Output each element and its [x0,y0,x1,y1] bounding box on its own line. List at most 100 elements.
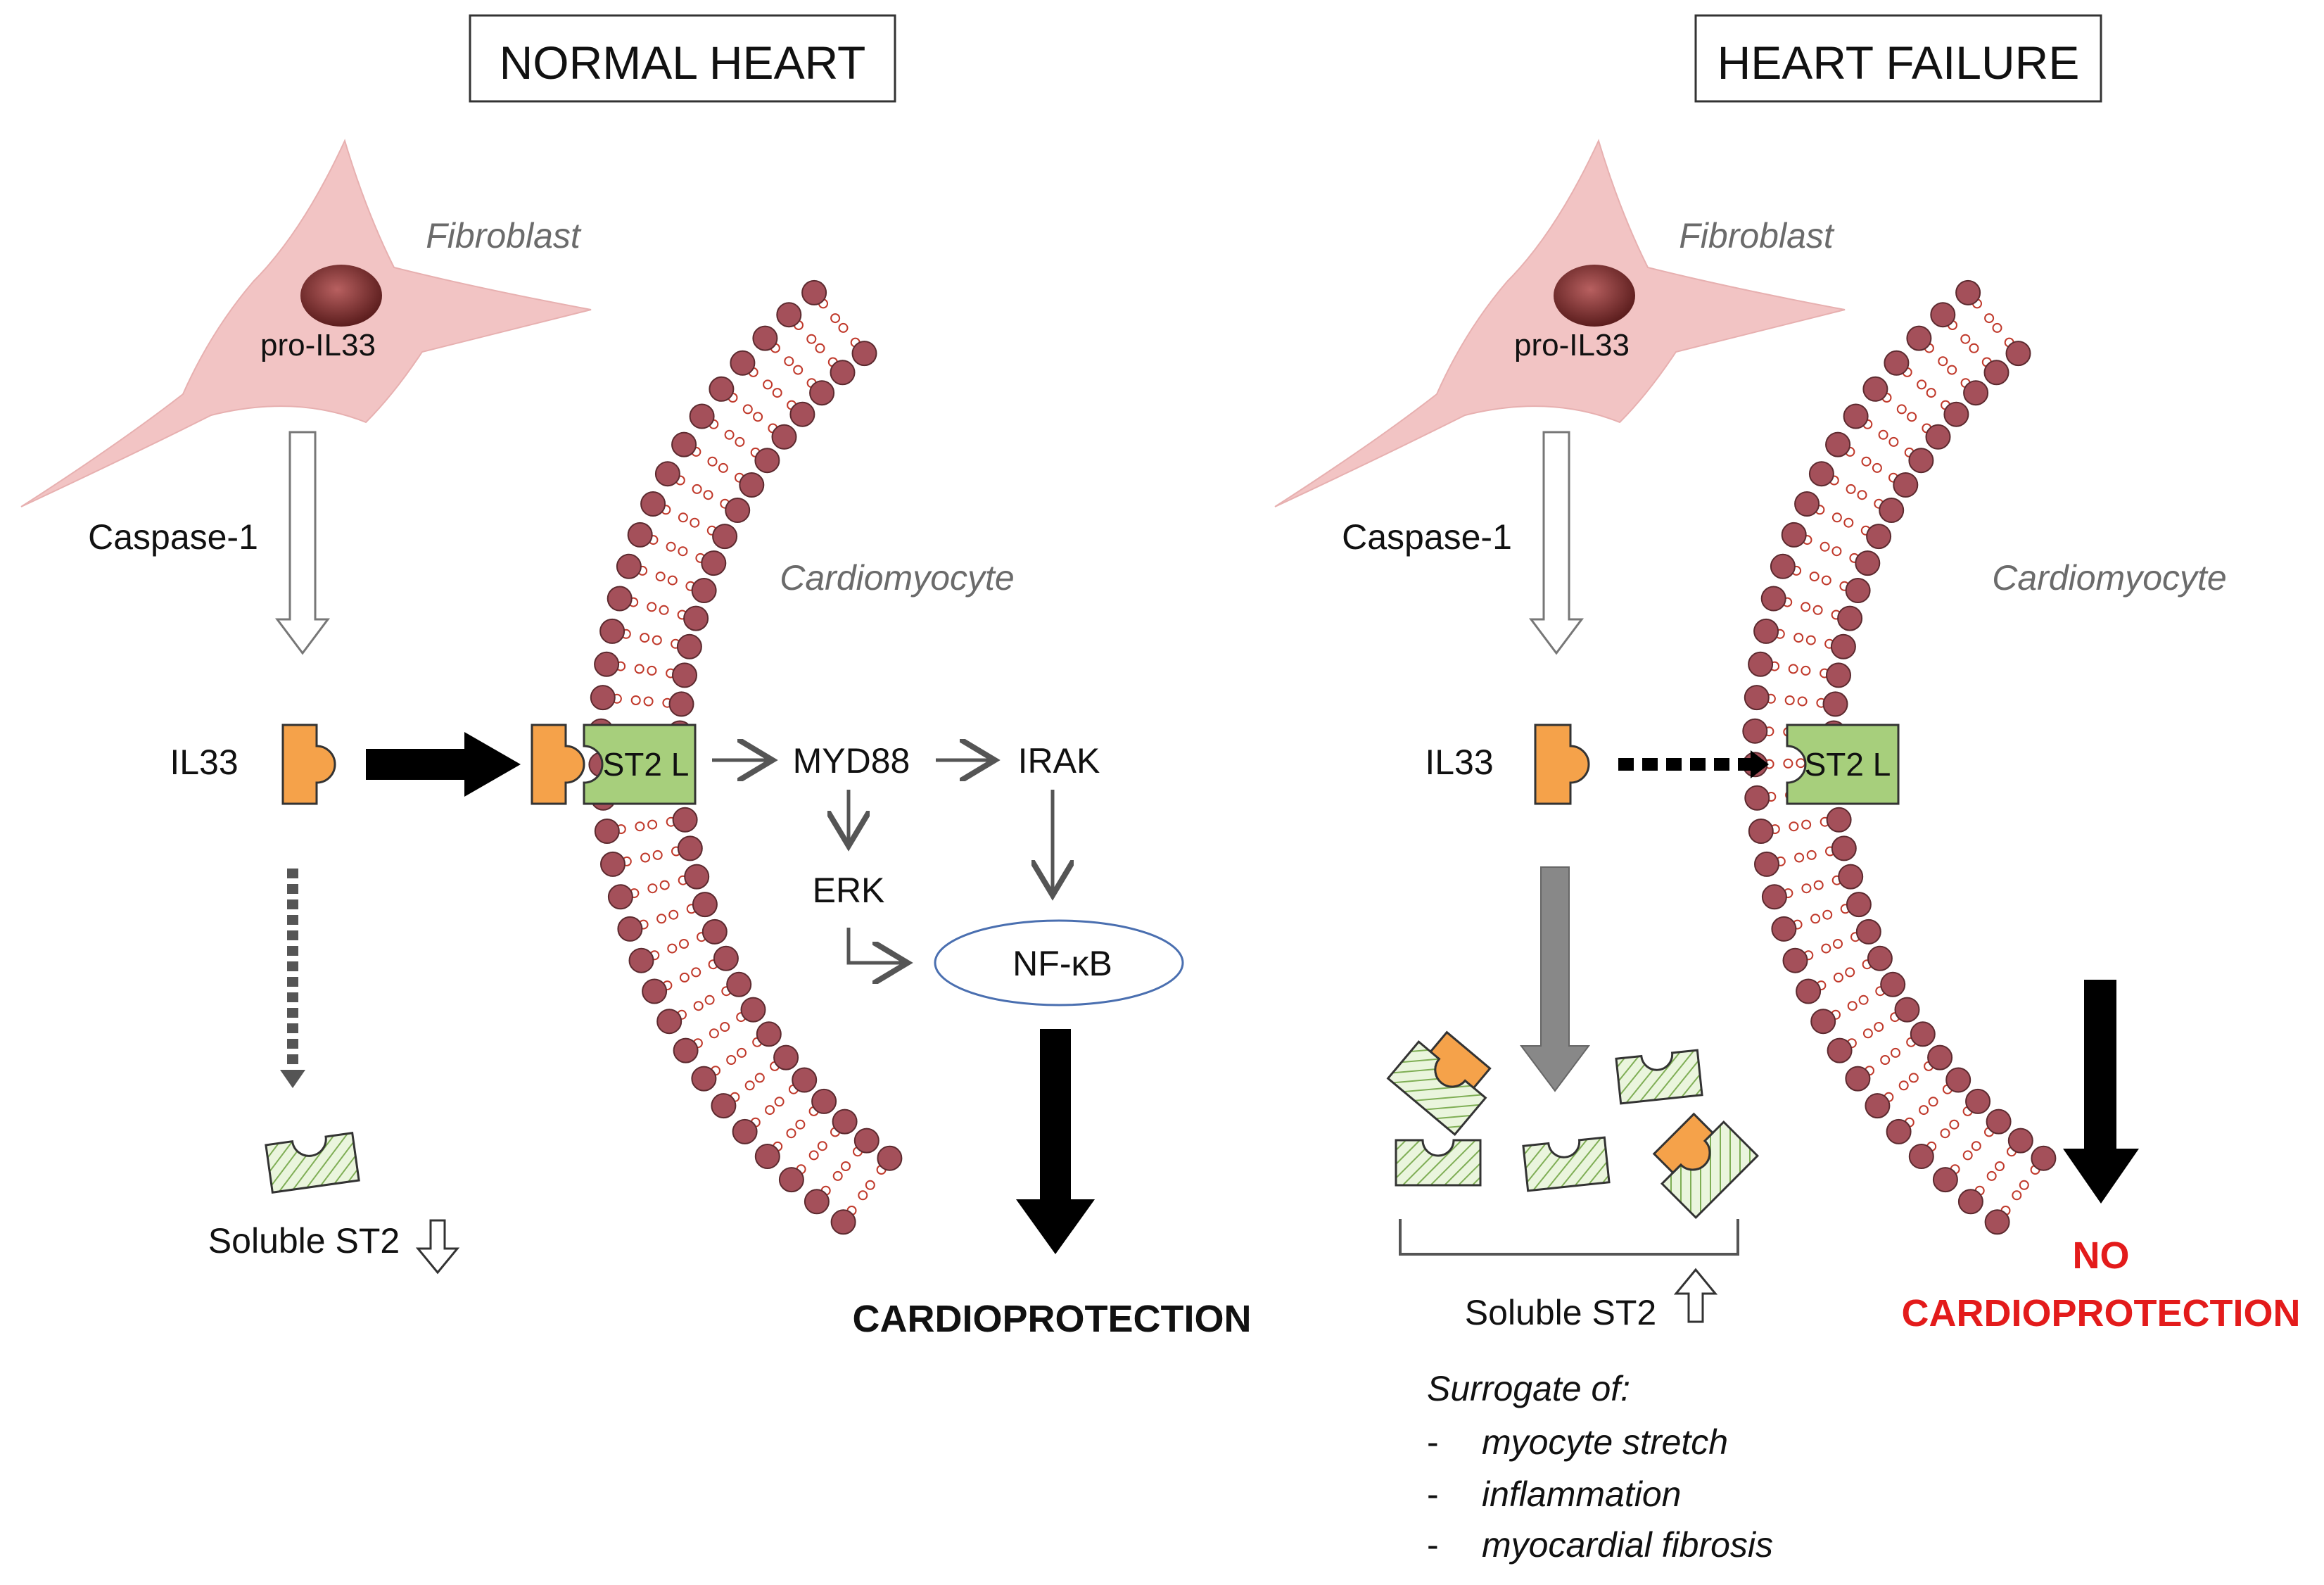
lipid-tail [795,1119,806,1130]
lipid-tail [679,972,690,983]
lipid-tail [772,388,782,398]
lipid-head [711,1093,737,1119]
lipid-tail [841,1161,851,1171]
lipid-tail [678,546,688,557]
fibroblast-cell [20,139,592,507]
soluble-st2-down-arrow [415,1219,460,1275]
lipid-tail [720,1022,730,1032]
lipid-tail [1917,379,1927,390]
lipid-tail [1810,914,1821,924]
lipid-head [2005,341,2031,367]
lipid-tail [838,322,849,333]
lipid-head [590,685,616,711]
caspase-label-hf: Caspase-1 [1342,517,1512,557]
lipid-head [712,524,738,550]
lipid-tail [724,429,735,440]
lipid-tail [1809,572,1820,582]
lipid-tail [1831,512,1842,523]
lipid-tail [858,1190,868,1201]
lipid-tail [1801,665,1811,676]
lipid-tail [1960,334,1971,344]
lipid-tail [1938,356,1948,367]
normal-title: NORMAL HEART [500,37,866,89]
lipid-tail [1833,972,1843,983]
lipid-head [627,522,653,548]
myd88-label: MYD88 [793,741,910,781]
soluble-st2-molecule [265,1132,360,1194]
lipid-tail [1896,404,1907,415]
lipid-tail [1857,490,1867,500]
lipid-head [701,550,727,576]
lipid-tail [1891,1047,1900,1058]
lipid-head [851,341,877,367]
lipid-tail [735,436,745,447]
lipid-tail [784,356,794,367]
lipid-tail [718,462,728,473]
lipid-tail [1858,994,1869,1005]
lipid-head [672,662,697,688]
lipid-tail [666,541,676,552]
lipid-tail [703,490,713,500]
lipid-tail [1984,313,1995,324]
pro-il33-label: pro-IL33 [260,328,376,362]
lipid-tail [1928,1097,1938,1107]
lipid-tail [1821,943,1831,954]
lipid-tail [1813,880,1824,890]
lipid-head [1826,662,1851,688]
lipid-head [671,431,697,457]
lipid-head [654,461,680,487]
soluble-st2-label-hf: Soluble ST2 [1465,1293,1656,1332]
lipid-head [1908,1144,1934,1169]
il33-label-hf: IL33 [1425,743,1493,782]
lipid-head [1884,350,1910,376]
lipid-tail [640,633,650,643]
lipid-tail [630,695,641,705]
lipid-head [732,1118,758,1144]
lipid-head [1963,380,1989,406]
lipid-head [725,498,751,523]
failure-title: HEART FAILURE [1717,37,2080,89]
lipid-tail [667,943,678,954]
arrow-erk-nfkb [846,928,908,963]
lipid-head [1744,785,1770,811]
lipid-head [832,1109,858,1135]
lipid-tail [1821,575,1831,586]
lipid-tail [1898,1080,1909,1091]
lipid-head [754,1144,780,1169]
lipid-tail [1949,1119,1960,1130]
lipid-head [1910,1021,1936,1047]
lipid-head [1945,1067,1971,1093]
lipid-tail [709,1028,719,1039]
lipid-head [1822,691,1848,717]
lipid-tail [1783,758,1793,769]
lipid-head [701,918,728,945]
fibroblast-cell-hf [1274,139,1846,507]
lipid-tail [815,343,825,353]
surrogate-item-3: myocardial fibrosis [1482,1525,1773,1565]
lipid-head [640,491,666,517]
failure-title-box [1694,14,2102,103]
erk-label: ERK [813,871,885,910]
lipid-tail [1878,429,1888,440]
lipid-head [616,553,642,579]
lipid-head [1866,524,1892,550]
lipid-tail [656,914,667,924]
lipid-head [1838,864,1864,890]
lipid-tail [647,665,657,676]
lipid-head [726,971,752,997]
lipid-tail [753,412,763,422]
lipid-head [1808,461,1834,487]
cardioprotection-arrow [1016,1029,1095,1254]
no-cardioprotection-label: CARDIOPROTECTION [1902,1292,2301,1334]
lipid-head [771,424,797,450]
lipid-tail [1788,664,1798,674]
lipid-tail [1796,758,1806,769]
lipid-head [811,1088,837,1114]
dotted-arrow-head [280,1070,305,1088]
cardiomyocyte-label: Cardiomyocyte [780,558,1014,598]
st2l-receptor-hf [1786,724,1900,805]
lipid-head [691,578,717,603]
lipid-tail [786,1128,796,1139]
caspase-label: Caspase-1 [88,517,258,557]
